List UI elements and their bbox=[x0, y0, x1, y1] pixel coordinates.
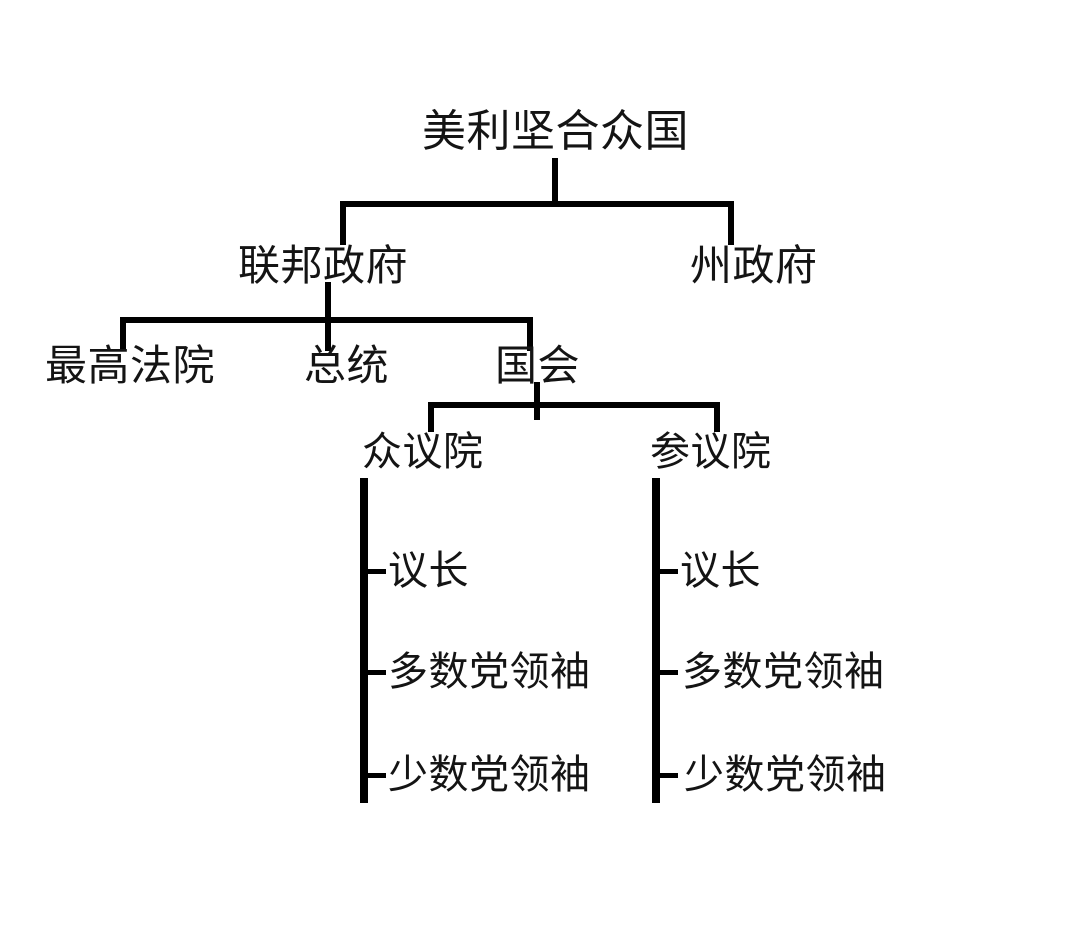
connector-senate-minority-leader-stub bbox=[658, 773, 678, 778]
connector-house-speaker-stub bbox=[366, 569, 386, 574]
connector-senate-riser bbox=[714, 402, 720, 432]
node-state-government: 州政府 bbox=[690, 241, 818, 290]
connector-congress-riser bbox=[527, 317, 533, 351]
node-congress: 国会 bbox=[495, 341, 581, 390]
connector-level2-bus bbox=[342, 201, 734, 207]
node-house-speaker: 议长 bbox=[388, 548, 469, 594]
node-house-majority-leader: 多数党领袖 bbox=[388, 649, 591, 695]
connector-senate-majority-leader-stub bbox=[658, 670, 678, 675]
connector-senate-speaker-stub bbox=[658, 569, 678, 574]
connector-supreme-court-riser bbox=[120, 317, 126, 351]
connector-house-spine bbox=[360, 478, 368, 803]
node-house-of-representatives: 众议院 bbox=[362, 429, 484, 475]
node-federal-government: 联邦政府 bbox=[238, 241, 409, 290]
connector-root-drop bbox=[552, 158, 558, 206]
connector-level4-bus bbox=[430, 402, 720, 408]
connector-congress-drop bbox=[534, 382, 540, 420]
connector-federal-riser bbox=[340, 201, 346, 245]
node-house-minority-leader: 少数党领袖 bbox=[388, 752, 591, 798]
connector-house-riser bbox=[428, 402, 434, 432]
connector-senate-spine bbox=[652, 478, 660, 803]
connector-federal-drop bbox=[325, 282, 331, 322]
node-senate-speaker: 议长 bbox=[680, 548, 761, 594]
node-supreme-court: 最高法院 bbox=[45, 341, 216, 390]
connector-state-riser bbox=[728, 201, 734, 245]
node-president: 总统 bbox=[304, 341, 390, 390]
connector-house-majority-leader-stub bbox=[366, 670, 386, 675]
connector-president-riser bbox=[325, 317, 331, 351]
node-senate-minority-leader: 少数党领袖 bbox=[684, 752, 887, 798]
node-root: 美利坚合众国 bbox=[422, 106, 689, 157]
node-senate: 参议院 bbox=[650, 429, 772, 475]
connector-house-minority-leader-stub bbox=[366, 773, 386, 778]
node-senate-majority-leader: 多数党领袖 bbox=[682, 649, 885, 695]
